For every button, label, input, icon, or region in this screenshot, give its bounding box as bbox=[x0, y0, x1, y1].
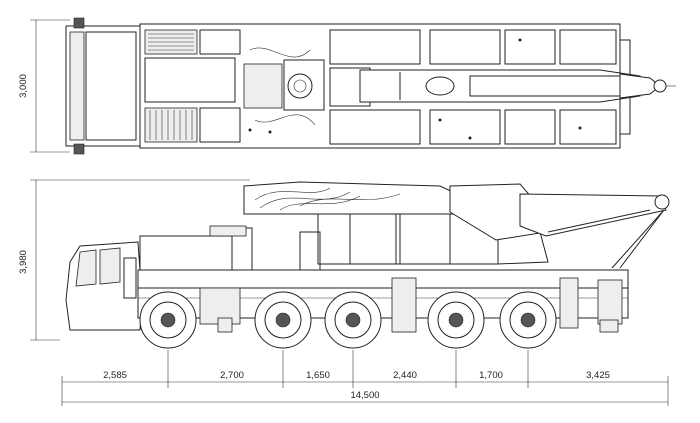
axle-spacing-label: 3,425 bbox=[586, 370, 610, 381]
wheel bbox=[427, 291, 485, 349]
axle-spacing-label: 2,585 bbox=[103, 370, 127, 381]
axle-spacing-label: 1,700 bbox=[479, 370, 503, 381]
axle-spacing-label: 2,440 bbox=[393, 370, 417, 381]
wheel bbox=[499, 291, 557, 349]
axle-spacing-label: 1,650 bbox=[306, 370, 330, 381]
side-height-dimension: 3,980 bbox=[18, 179, 250, 341]
axle-spacing-label: 2,700 bbox=[220, 370, 244, 381]
wheel bbox=[324, 291, 382, 349]
top-width-dimension: 3,000 bbox=[18, 19, 70, 153]
wheel bbox=[139, 291, 197, 349]
axle-spacing-dimensions: 2,585 2,700 1,650 2,440 1,700 3,425 bbox=[61, 350, 669, 406]
wheel bbox=[254, 291, 312, 349]
top-width-label: 3,000 bbox=[18, 74, 29, 98]
side-height-label: 3,980 bbox=[18, 250, 29, 274]
side-view: 3,980 bbox=[18, 179, 670, 349]
overall-length-dimension: 14,500 bbox=[62, 390, 668, 403]
top-view: 3,000 bbox=[18, 17, 676, 155]
overall-length-label: 14,500 bbox=[350, 390, 379, 401]
